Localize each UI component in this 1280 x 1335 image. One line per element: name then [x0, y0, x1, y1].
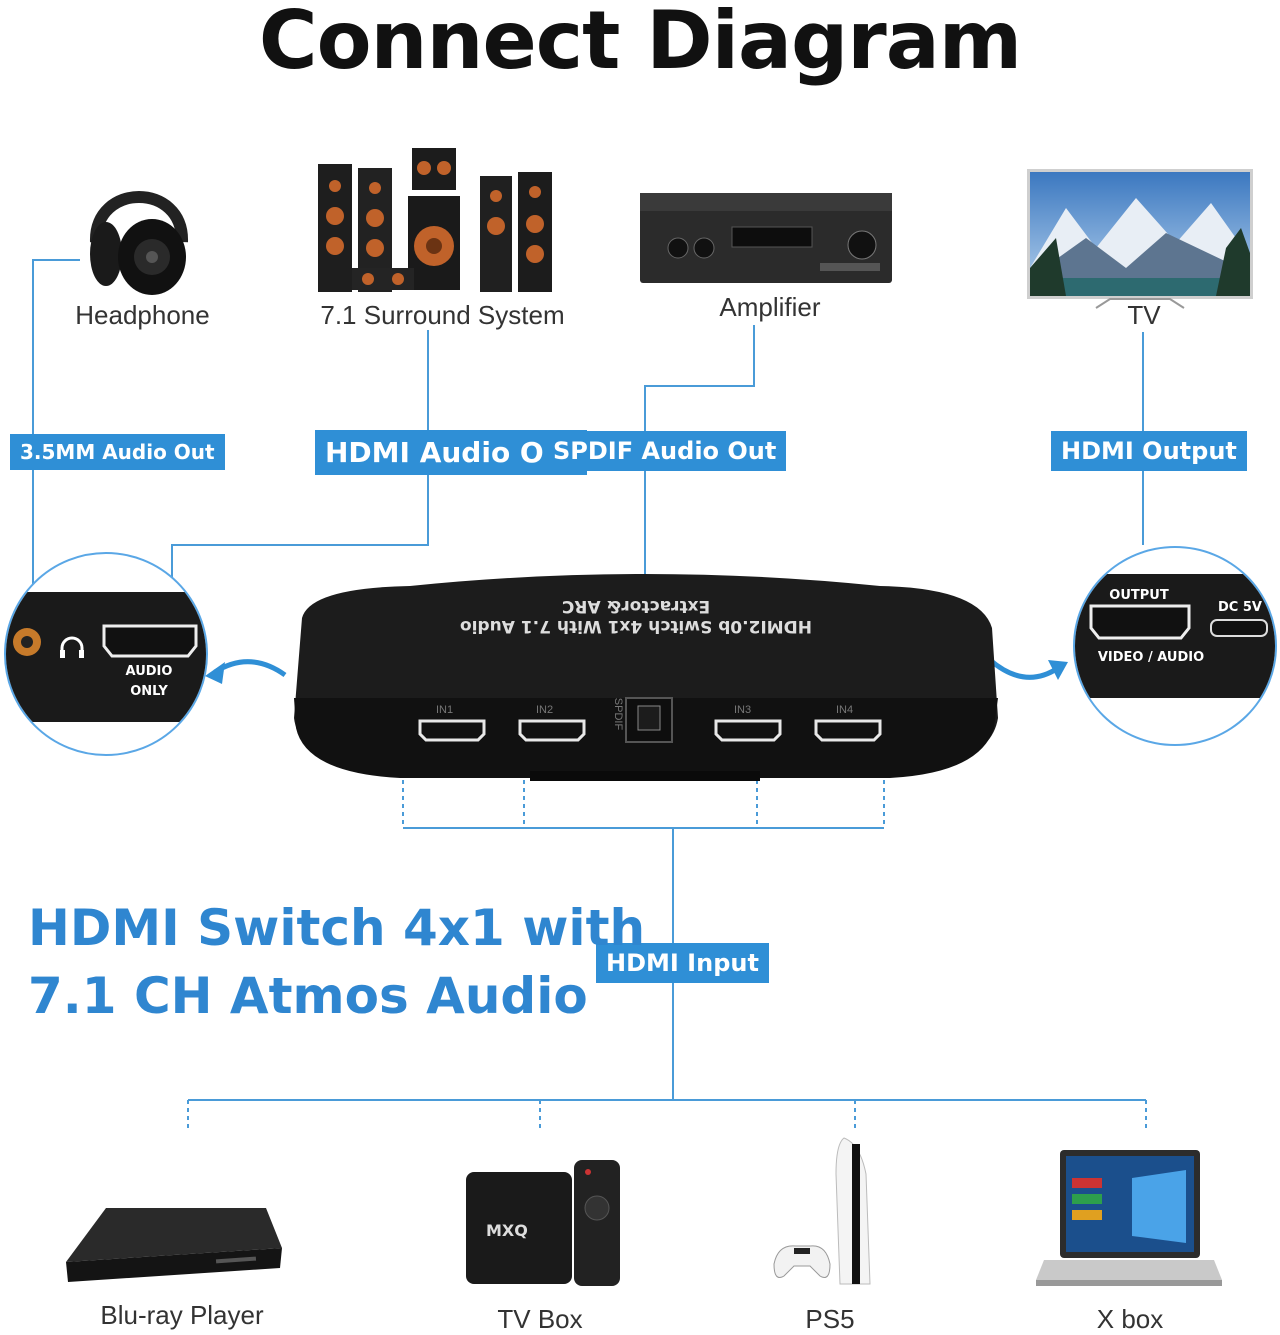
- headphone-label: Headphone: [75, 300, 210, 330]
- bluray-player-label: Blu-ray Player: [100, 1300, 264, 1330]
- hdmi-output-port-icon: [1089, 604, 1268, 640]
- output-ports-zoom: OUTPUT DC 5V VIDEO / AUDIO: [1073, 546, 1277, 746]
- audio-only-caption-2: ONLY: [130, 684, 168, 699]
- output-caption: OUTPUT: [1109, 588, 1169, 603]
- headline-line-1: HDMI Switch 4x1 with: [28, 899, 646, 957]
- tv-box-label: TV Box: [497, 1304, 583, 1334]
- port-spdif-label: SPDIF: [612, 697, 625, 731]
- svg-text:MXQ: MXQ: [486, 1221, 528, 1240]
- port-in2-label: IN2: [536, 704, 554, 716]
- tag-hdmi-input: HDMI Input: [596, 943, 769, 983]
- tag-hdmi-audio-out: HDMI Audio Out: [315, 430, 588, 475]
- audio-only-caption-1: AUDIO: [125, 664, 173, 679]
- tag-hdmi-output: HDMI Output: [1051, 431, 1247, 471]
- headphone-icon: [89, 191, 189, 295]
- tv-box-icon: MXQ: [466, 1160, 620, 1286]
- tag-spdif-audio-out: SPDIF Audio Out: [543, 431, 787, 471]
- video-audio-caption: VIDEO / AUDIO: [1097, 650, 1205, 665]
- device-feature-text: Extractor& ARC: [561, 596, 711, 616]
- laptop-icon: [1036, 1150, 1222, 1286]
- device-model-text: HDMI2.0b Switch 4x1 With 7.1 Audio: [459, 616, 813, 636]
- headline-line-2: 7.1 CH Atmos Audio: [28, 967, 588, 1025]
- ps5-label: PS5: [805, 1304, 855, 1334]
- port-in1-label: IN1: [436, 704, 454, 716]
- page-title: Connect Diagram: [258, 0, 1022, 87]
- tag-3-5mm-audio-out: 3.5MM Audio Out: [10, 434, 225, 470]
- hdmi-switch-device: HDMI2.0b Switch 4x1 With 7.1 Audio Extra…: [290, 568, 1000, 788]
- dc-5v-caption: DC 5V: [1218, 600, 1262, 615]
- ps5-icon: [773, 1137, 871, 1285]
- surround-system-label: 7.1 Surround System: [320, 300, 565, 330]
- speaker-system-icon: [318, 148, 552, 292]
- amplifier-label: Amplifier: [719, 292, 821, 322]
- amplifier-icon: [640, 193, 892, 283]
- bluray-player-icon: [66, 1208, 282, 1282]
- device-text-group: HDMI2.0b Switch 4x1 With 7.1 Audio Extra…: [386, 596, 886, 636]
- port-in4-label: IN4: [836, 704, 854, 716]
- audio-jack-icon: [13, 624, 198, 658]
- switch-body: [294, 574, 998, 781]
- xbox-label: X box: [1096, 1304, 1164, 1334]
- audio-ports-zoom: AUDIO ONLY: [4, 552, 208, 756]
- tv-icon: [1027, 169, 1253, 309]
- port-in3-label: IN3: [734, 704, 752, 716]
- tv-label: TV: [1127, 300, 1161, 330]
